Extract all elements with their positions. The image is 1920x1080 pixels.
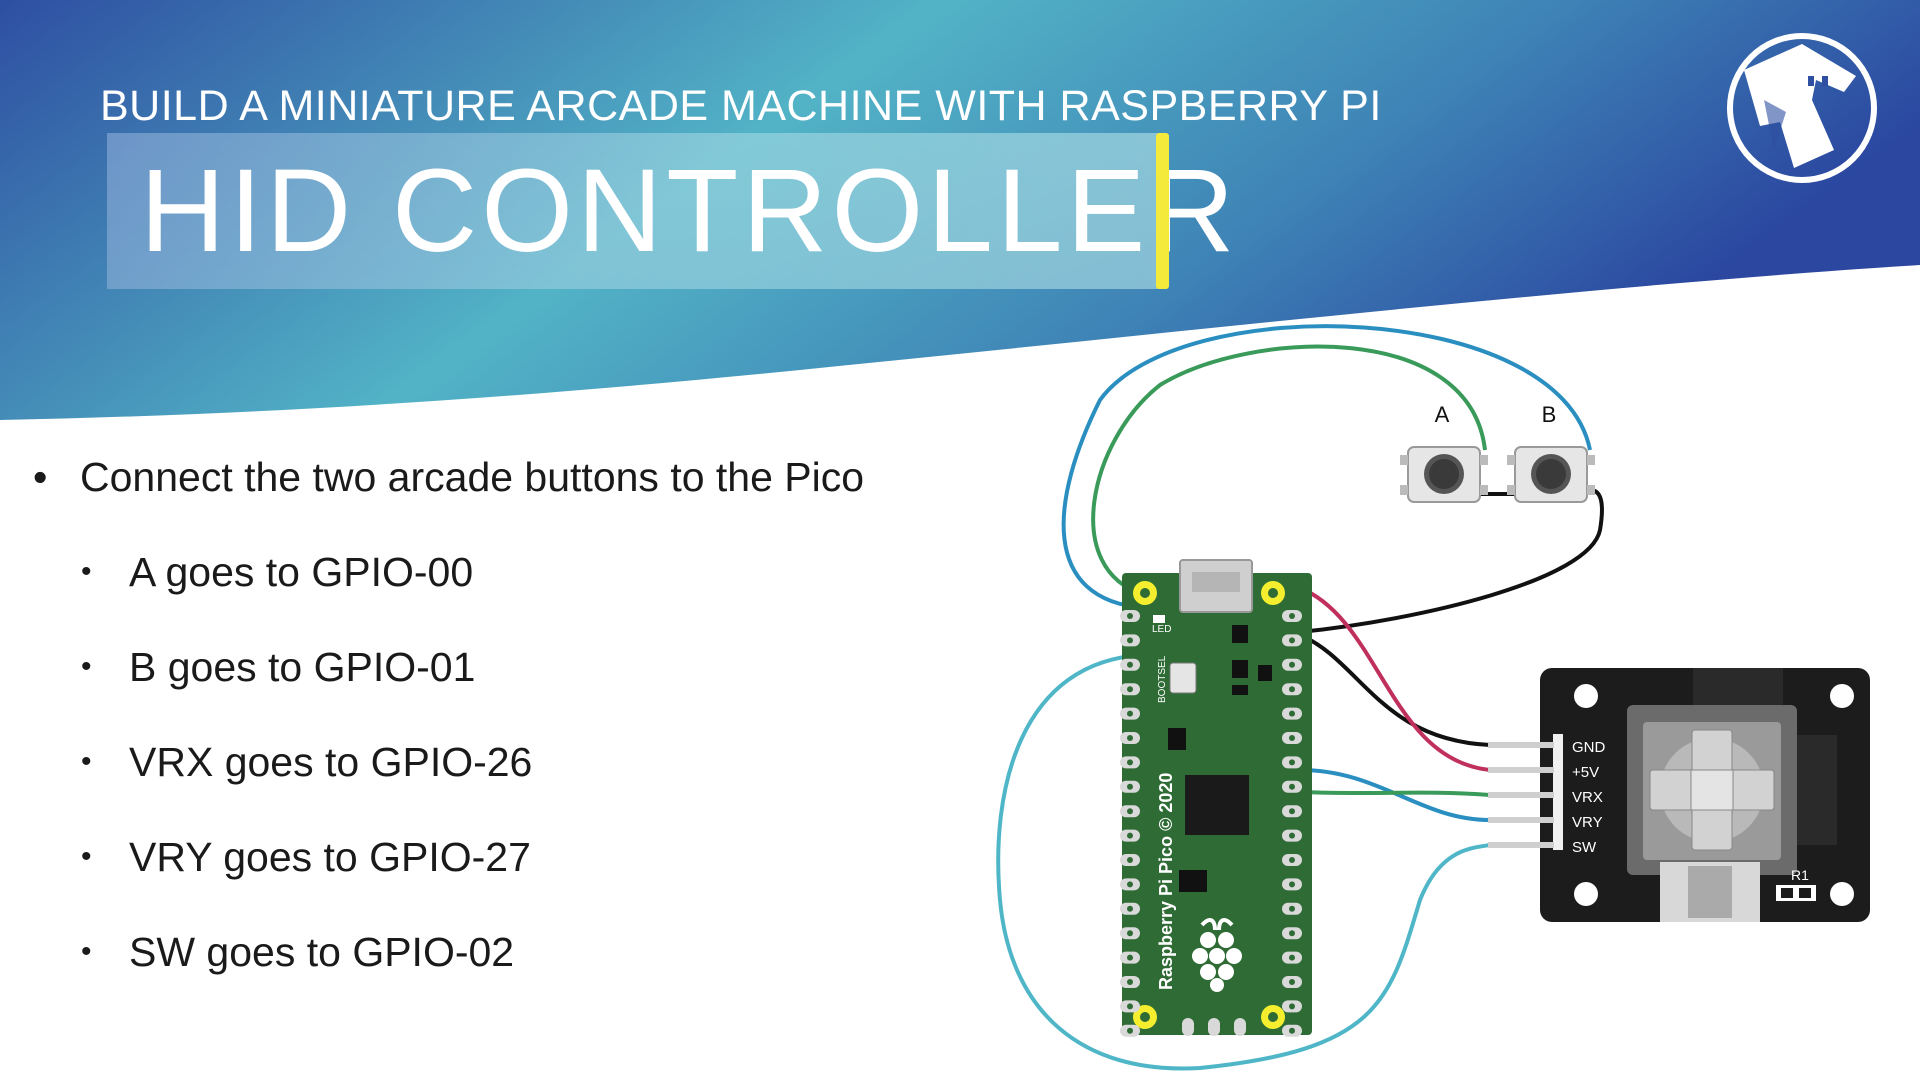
pico-pin-hole <box>1289 710 1295 717</box>
list-item: • SW goes to GPIO-02 <box>30 925 950 979</box>
pico-pin-hole <box>1127 783 1133 790</box>
raspberry-logo-icon <box>1192 918 1242 992</box>
joystick-pin-label: VRX <box>1572 789 1603 806</box>
board-label: Raspberry Pi Pico © 2020 <box>1156 773 1176 990</box>
pico-debug-pad <box>1208 1018 1220 1036</box>
bullet-dot: • <box>81 935 92 968</box>
wire-teal-sw <box>996 653 1491 1071</box>
pico-pin-hole <box>1127 1027 1133 1034</box>
pico-pin-hole <box>1289 759 1295 766</box>
pico-pin-hole <box>1289 832 1295 839</box>
pico-pin-hole <box>1127 1003 1133 1010</box>
wire-black-gnd-button <box>1299 488 1604 634</box>
title-accent-bar <box>1156 133 1169 289</box>
button-a-label: A <box>1435 402 1450 427</box>
bullet-text: VRX goes to GPIO-26 <box>129 739 533 785</box>
pico-pin-hole <box>1127 735 1133 741</box>
bullet-text: A goes to GPIO-00 <box>129 549 474 595</box>
pico-pin-hole <box>1289 637 1295 644</box>
bullet-dot: • <box>81 650 92 683</box>
wire-blue-b <box>1061 324 1592 610</box>
pico-pin-hole <box>1289 613 1295 619</box>
list-item: • A goes to GPIO-00 <box>30 545 950 599</box>
list-item: • Connect the two arcade buttons to the … <box>30 450 950 504</box>
raspberry-pi-pico-board: LED BOOTSEL Raspberry Pi Pico © 2020 <box>1120 559 1312 1037</box>
pico-pin-hole <box>1289 954 1295 961</box>
wire-green-a <box>1091 344 1487 597</box>
pico-pin-hole <box>1289 783 1295 790</box>
joystick-module: R1 GND +5V VRX VRY SW <box>1488 668 1870 922</box>
bullet-dot: • <box>81 745 92 778</box>
list-item: • B goes to GPIO-01 <box>30 640 950 694</box>
bullet-dot: • <box>81 555 92 588</box>
pico-pin-hole <box>1127 954 1133 961</box>
pico-debug-pad <box>1234 1018 1246 1036</box>
button-b-label: B <box>1542 402 1557 427</box>
pico-pin-hole <box>1127 881 1133 888</box>
pico-pin-hole <box>1289 979 1295 985</box>
bullet-dot: • <box>33 454 48 500</box>
pico-pin-hole <box>1289 857 1295 863</box>
pico-pin-hole <box>1289 881 1295 888</box>
joystick-pin-label: +5V <box>1572 764 1599 781</box>
wire-blue-vry <box>1299 768 1491 822</box>
button-b: B <box>1507 402 1595 503</box>
bullet-text: Connect the two arcade buttons to the Pi… <box>80 454 865 500</box>
bullet-text: SW goes to GPIO-02 <box>129 929 515 975</box>
bullet-dot: • <box>81 840 92 873</box>
pico-pin-hole <box>1289 1003 1295 1010</box>
pico-pin-hole <box>1127 637 1133 644</box>
pico-pin-hole <box>1127 905 1133 912</box>
joystick-r1-label: R1 <box>1791 867 1809 883</box>
pico-pin-hole <box>1127 710 1133 717</box>
list-item: • VRY goes to GPIO-27 <box>30 830 950 884</box>
pico-pin-hole <box>1289 930 1295 937</box>
bullet-text: VRY goes to GPIO-27 <box>129 834 531 880</box>
pico-pin-hole <box>1289 735 1295 741</box>
pico-pin-hole <box>1289 905 1295 912</box>
pico-pin-hole <box>1127 930 1133 937</box>
pico-pin-hole <box>1127 661 1133 668</box>
pico-pin-hole <box>1127 979 1133 985</box>
pico-pin-hole <box>1127 613 1133 619</box>
pico-pin-hole <box>1289 1027 1295 1034</box>
page-title: HID CONTROLLER <box>140 145 1239 277</box>
title-highlight-box <box>107 133 1162 289</box>
pico-pin-hole <box>1127 832 1133 839</box>
pico-pin-hole <box>1289 686 1295 693</box>
bootsel-label: BOOTSEL <box>1157 655 1168 703</box>
wiring-diagram: A B LED BOOTSEL Raspberry Pi Pico <box>996 324 1870 1071</box>
pico-pin-hole <box>1289 661 1295 668</box>
joystick-pin-label: VRY <box>1572 814 1603 831</box>
wire-red-5v <box>1299 586 1491 772</box>
page-subtitle: BUILD A MINIATURE ARCADE MACHINE WITH RA… <box>100 82 1382 130</box>
button-a: A <box>1400 402 1488 503</box>
pico-pin-hole <box>1127 759 1133 766</box>
list-item: • VRX goes to GPIO-26 <box>30 735 950 789</box>
pico-debug-pad <box>1182 1018 1194 1036</box>
wire-green-vrx <box>1299 790 1491 797</box>
led-label: LED <box>1152 624 1171 635</box>
joystick-pin-label: SW <box>1572 839 1597 856</box>
pico-pin-hole <box>1289 808 1295 815</box>
joystick-pin-label: GND <box>1572 739 1606 756</box>
kiosk-robot-logo-icon <box>1727 33 1877 183</box>
instruction-list: • Connect the two arcade buttons to the … <box>30 450 950 979</box>
pico-pin-hole <box>1127 808 1133 815</box>
pico-pin-hole <box>1127 857 1133 863</box>
pico-pin-rows <box>1120 610 1302 1037</box>
wire-black-gnd-joystick <box>1299 633 1491 747</box>
bullet-text: B goes to GPIO-01 <box>129 644 476 690</box>
pico-pin-hole <box>1127 686 1133 693</box>
